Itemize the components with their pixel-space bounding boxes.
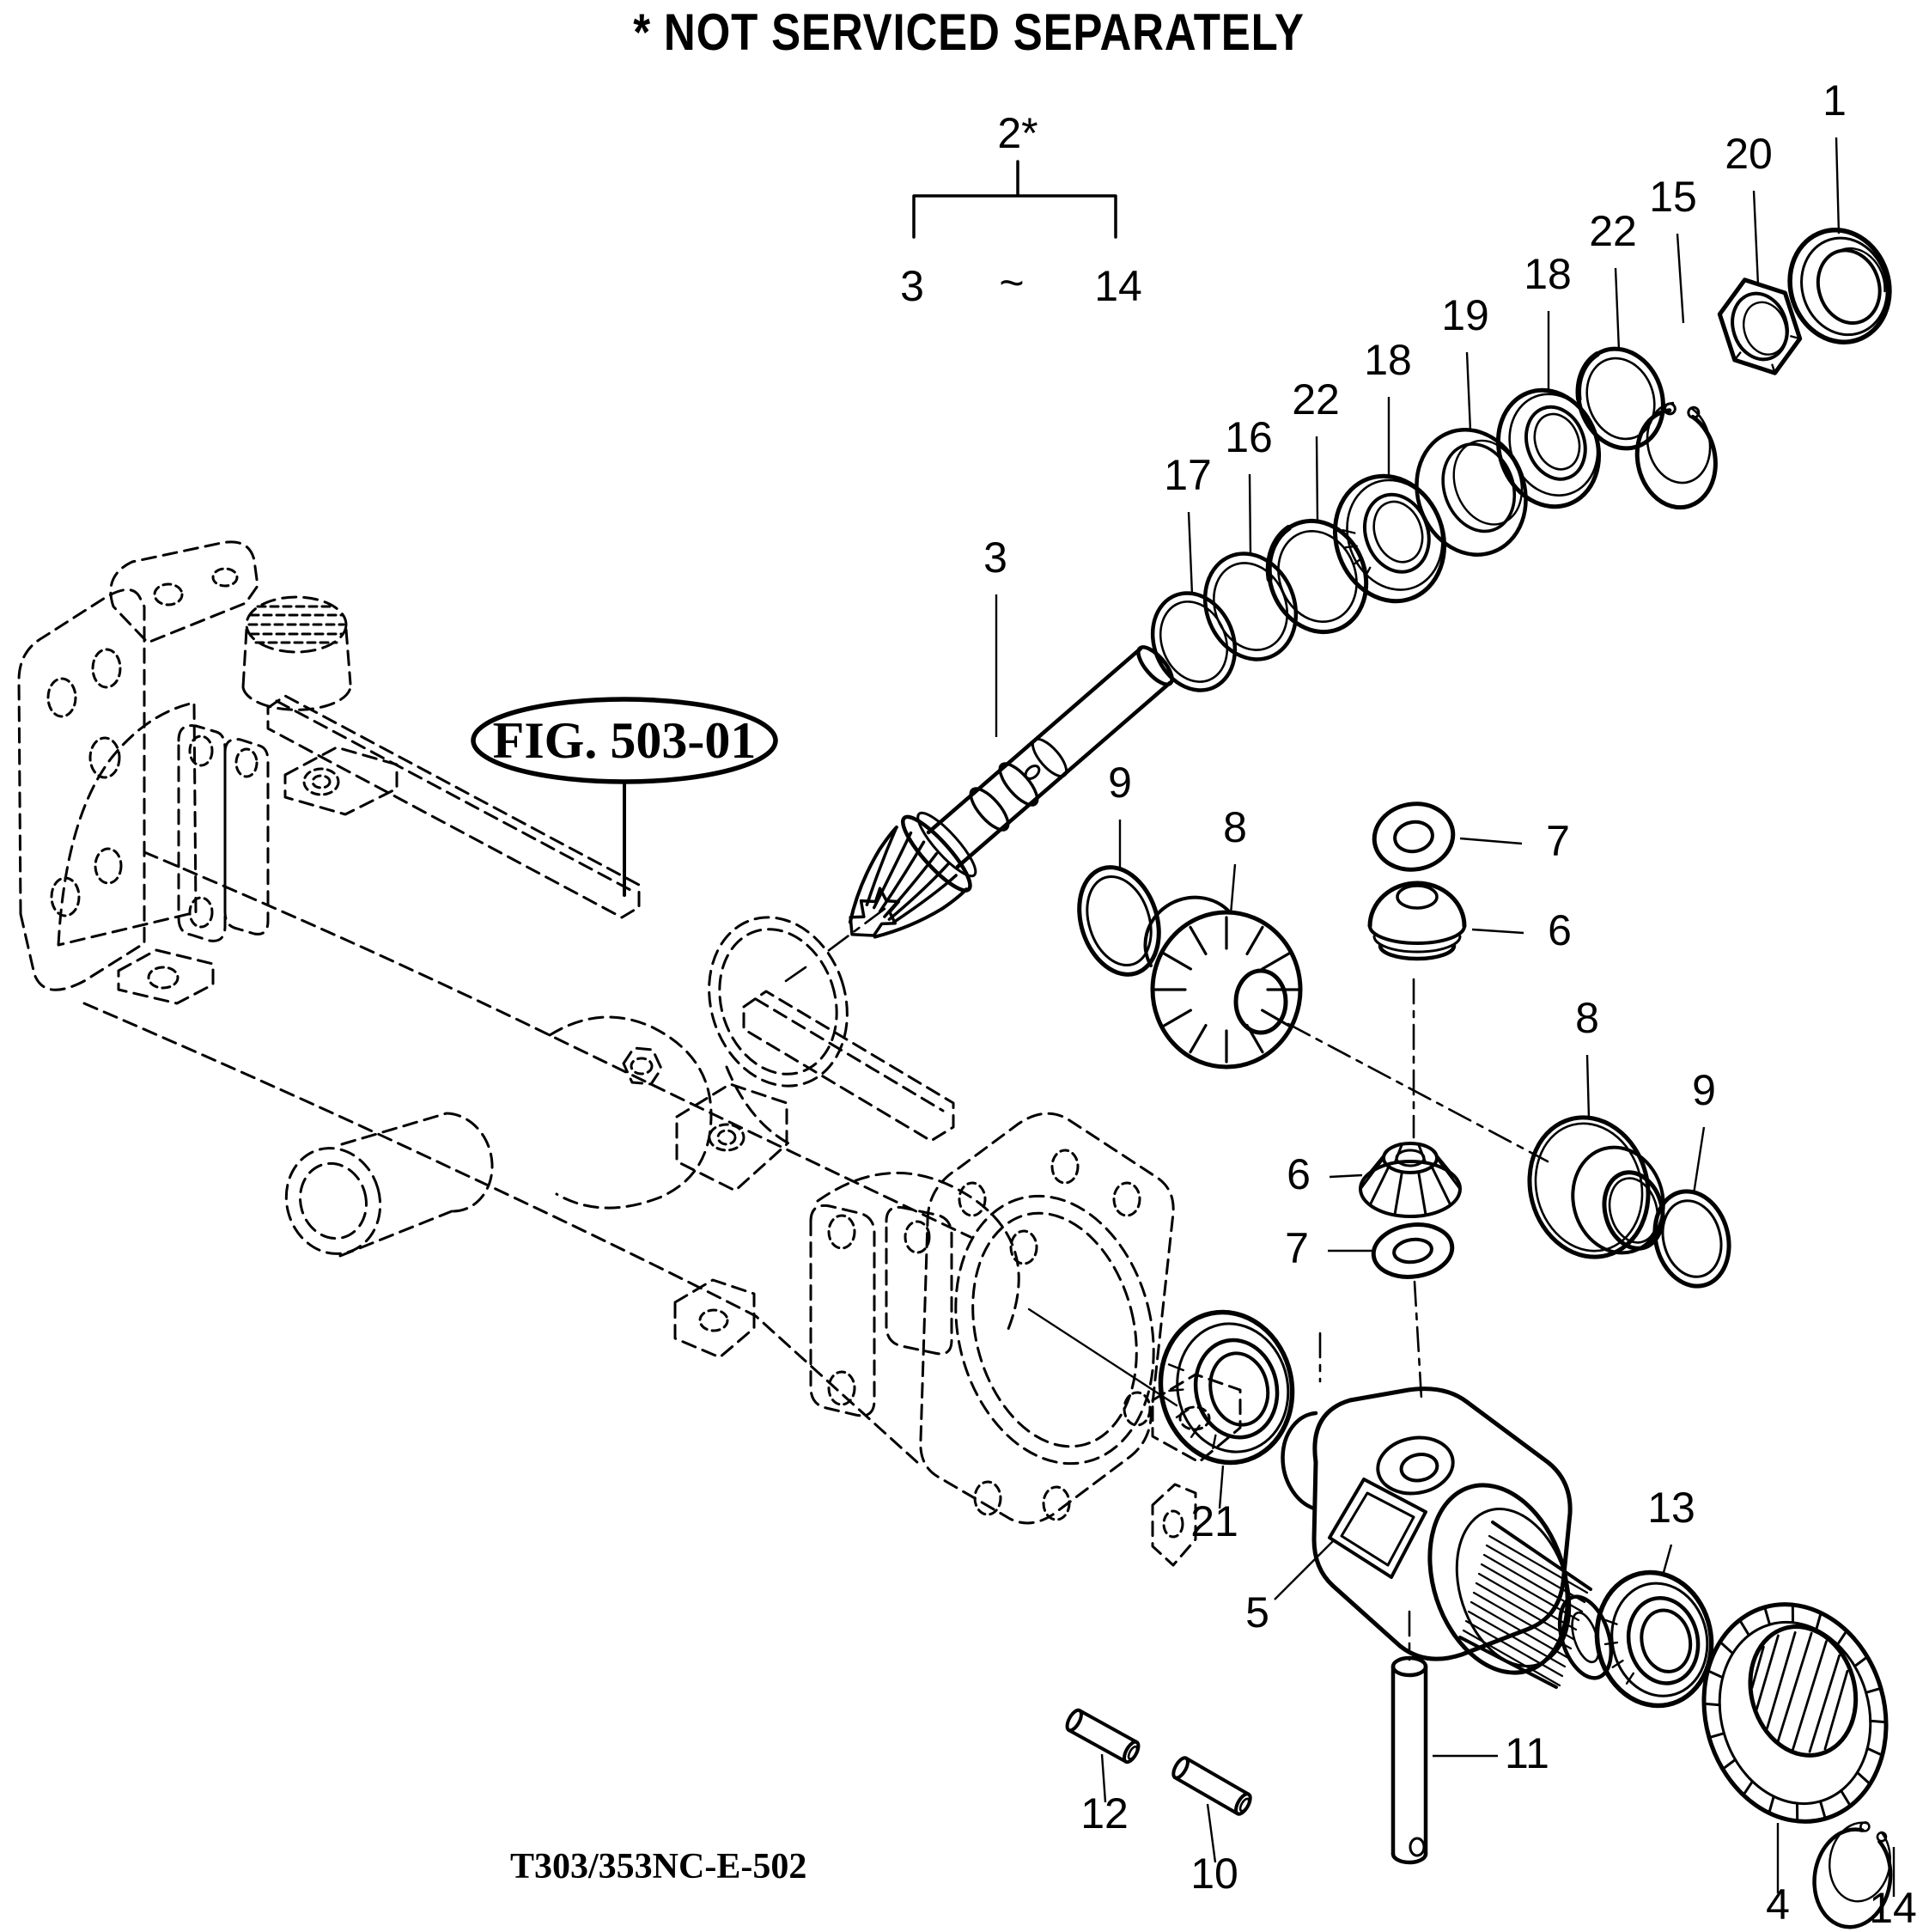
leader-line — [1218, 1465, 1225, 1509]
part-callout-13: 13 — [1647, 1484, 1695, 1532]
part-callout-1: 1 — [1823, 76, 1847, 125]
figure-reference-label: FIG. 503-01 — [493, 712, 757, 769]
part-callout-10: 10 — [1190, 1850, 1238, 1898]
part-callout-22: 22 — [1589, 207, 1637, 255]
part-7-thrust-washer — [1372, 801, 1456, 872]
group-range-from: 3 — [900, 262, 924, 310]
leader-line — [1187, 511, 1194, 595]
part-callout-18: 18 — [1524, 250, 1572, 298]
leader-line — [1614, 267, 1621, 351]
leader-line — [1100, 1753, 1107, 1803]
leader-line — [1692, 1126, 1706, 1195]
pinion-stack — [1150, 228, 1892, 692]
figure-reference: FIG. 503-01 — [471, 697, 778, 897]
part-callout-20: 20 — [1725, 130, 1773, 178]
leader-line — [1329, 1173, 1363, 1179]
drawing-code: T303/353NC-E-502 — [510, 1847, 806, 1886]
output-side-parts — [1594, 1569, 1893, 1929]
part-6-pinion-gear — [1359, 1142, 1462, 1218]
leader-line — [1248, 473, 1252, 556]
part-10-pin — [1171, 1756, 1252, 1816]
part-22-ring — [1265, 518, 1369, 635]
part-3-pinion-shaft — [848, 645, 1174, 939]
part-callout-14: 14 — [1869, 1884, 1917, 1932]
part-callout-8: 8 — [1575, 994, 1599, 1042]
part-14-snap-ring — [1812, 1821, 1893, 1929]
part-callout-9: 9 — [1692, 1066, 1716, 1114]
leader-line — [1585, 1054, 1591, 1119]
part-6-side-gear-cap — [1367, 881, 1467, 961]
part-callout-12: 12 — [1080, 1789, 1129, 1838]
leader-line — [1465, 351, 1472, 432]
axle-housing-outline — [17, 540, 1242, 1567]
part-callout-19: 19 — [1441, 291, 1489, 339]
part-callout-21: 21 — [1190, 1497, 1238, 1545]
part-callout-5: 5 — [1245, 1588, 1269, 1636]
part-18-bearing — [1332, 473, 1447, 604]
leader-line — [1459, 837, 1523, 845]
leader-line — [1274, 1539, 1336, 1600]
part-callout-6: 6 — [1548, 906, 1572, 954]
pins — [1065, 1655, 1428, 1865]
part-8-side-gear-2 — [1527, 1115, 1665, 1259]
part-7-thrust-washer-2 — [1371, 1222, 1455, 1279]
leader-line — [1206, 1803, 1217, 1863]
part-5-differential-case — [1281, 1387, 1614, 1689]
part-15-snap-ring — [1634, 401, 1718, 510]
part-20-nut — [1717, 277, 1803, 375]
part-4-ring-gear — [1701, 1602, 1889, 1824]
part-12-pin — [1065, 1708, 1141, 1764]
part-callout-16: 16 — [1225, 413, 1273, 461]
part-9-shim — [1077, 865, 1161, 977]
part-callout-22: 22 — [1292, 375, 1340, 424]
leader-line — [1471, 928, 1524, 935]
part-callout-8: 8 — [1223, 803, 1247, 851]
differential-parts — [1077, 801, 1731, 1466]
group-note-bracket: 2* 3 ~ 14 — [900, 109, 1142, 310]
part-callout-6: 6 — [1287, 1150, 1311, 1198]
center-lines — [782, 907, 1549, 1661]
leader-line — [1676, 233, 1685, 324]
part-callout-11: 11 — [1505, 1729, 1549, 1777]
leader-line — [1835, 137, 1841, 235]
group-range-to: 14 — [1094, 262, 1142, 310]
leader-line — [1661, 1544, 1673, 1576]
leader-line — [1752, 190, 1760, 286]
part-9-shim-2 — [1652, 1189, 1731, 1289]
part-22-ring-2 — [1575, 346, 1665, 451]
part-callout-7: 7 — [1546, 817, 1570, 865]
part-8-side-gear — [1143, 895, 1303, 1070]
bearing-seat-line — [1027, 1307, 1178, 1407]
part-callout-18: 18 — [1364, 336, 1412, 384]
part-callout-3: 3 — [983, 533, 1007, 582]
part-1-collar — [1787, 228, 1892, 344]
page-title: * NOT SERVICED SEPARATELY — [633, 3, 1305, 61]
part-21-bearing — [1158, 1309, 1295, 1466]
part-callout-15: 15 — [1649, 173, 1697, 221]
part-13-bearing — [1594, 1569, 1714, 1709]
group-range-tilde: ~ — [999, 259, 1024, 307]
part-callout-7: 7 — [1285, 1224, 1309, 1272]
part-callout-4: 4 — [1766, 1880, 1790, 1929]
leader-line — [1229, 863, 1237, 915]
group-note-label: 2* — [997, 109, 1038, 157]
part-callout-9: 9 — [1108, 759, 1132, 807]
part-callout-17: 17 — [1164, 451, 1212, 499]
part-11-spider-shaft — [1390, 1655, 1428, 1865]
